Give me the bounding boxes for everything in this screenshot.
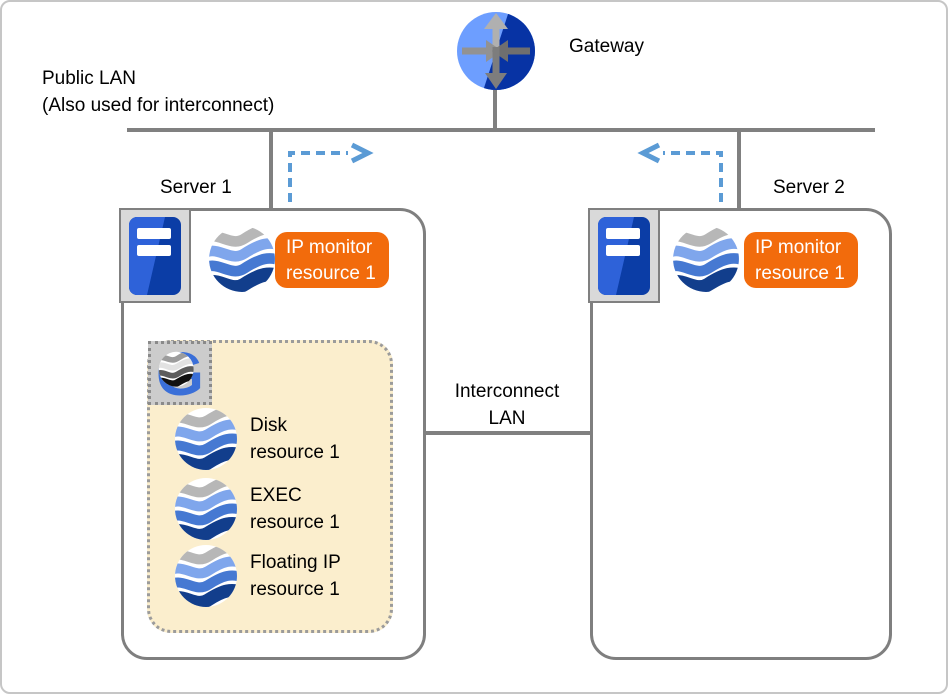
server2-ip-monitor-line2: resource 1 <box>755 263 845 284</box>
disk-resource-line1: Disk <box>250 415 287 436</box>
interconnect-lan-line1: Interconnect <box>454 381 560 402</box>
server1-drop-line <box>269 132 273 208</box>
floating-ip-resource-label: Floating IP resource 1 <box>250 549 341 603</box>
exec-resource-label: EXEC resource 1 <box>250 482 340 536</box>
disk-resource-icon <box>174 407 238 471</box>
failover-group-icon: G <box>148 341 212 405</box>
server2-monitor-resource-icon <box>672 225 740 293</box>
resource-row-exec: EXEC resource 1 <box>174 477 340 541</box>
server2-name-label: Server 2 <box>773 177 845 198</box>
exec-resource-line1: EXEC <box>250 485 302 506</box>
server2-icon <box>588 208 660 303</box>
server2-drop-line <box>737 132 741 208</box>
server2-ping-arrow <box>637 142 723 202</box>
floating-ip-resource-line2: resource 1 <box>250 579 340 600</box>
server1-name-label: Server 1 <box>160 177 232 198</box>
failover-group-g-icon: G <box>151 344 204 402</box>
floating-ip-resource-icon <box>174 544 238 608</box>
public-lan-line <box>127 128 875 132</box>
gateway-drop-line <box>493 90 497 128</box>
gateway-router-icon <box>457 12 535 90</box>
public-lan-label: Public LAN (Also used for interconnect) <box>42 65 274 119</box>
server1-monitor-resource-icon <box>208 225 276 293</box>
public-lan-label-line2: (Also used for interconnect) <box>42 95 275 116</box>
server1-ip-monitor-line1: IP monitor <box>286 237 373 258</box>
server1-ping-arrow <box>288 142 374 202</box>
server1-tower-icon <box>127 215 183 297</box>
disk-resource-line2: resource 1 <box>250 442 340 463</box>
resource-row-floating-ip: Floating IP resource 1 <box>174 544 341 608</box>
exec-resource-line2: resource 1 <box>250 512 340 533</box>
server2-ip-monitor-line1: IP monitor <box>755 237 842 258</box>
interconnect-lan-line <box>426 431 590 435</box>
server1-icon <box>119 208 191 303</box>
gateway-label: Gateway <box>569 36 644 57</box>
server2-tower-icon <box>596 215 652 297</box>
server1-ip-monitor-badge: IP monitor resource 1 <box>275 232 389 288</box>
server1-ip-monitor-line2: resource 1 <box>286 263 376 284</box>
exec-resource-icon <box>174 477 238 541</box>
interconnect-lan-line2: LAN <box>488 408 526 429</box>
interconnect-lan-label: Interconnect LAN <box>435 378 579 432</box>
floating-ip-resource-line1: Floating IP <box>250 552 341 573</box>
resource-row-disk: Disk resource 1 <box>174 407 340 471</box>
disk-resource-label: Disk resource 1 <box>250 412 340 466</box>
server2-ip-monitor-badge: IP monitor resource 1 <box>744 232 858 288</box>
public-lan-label-line1: Public LAN <box>42 68 136 89</box>
